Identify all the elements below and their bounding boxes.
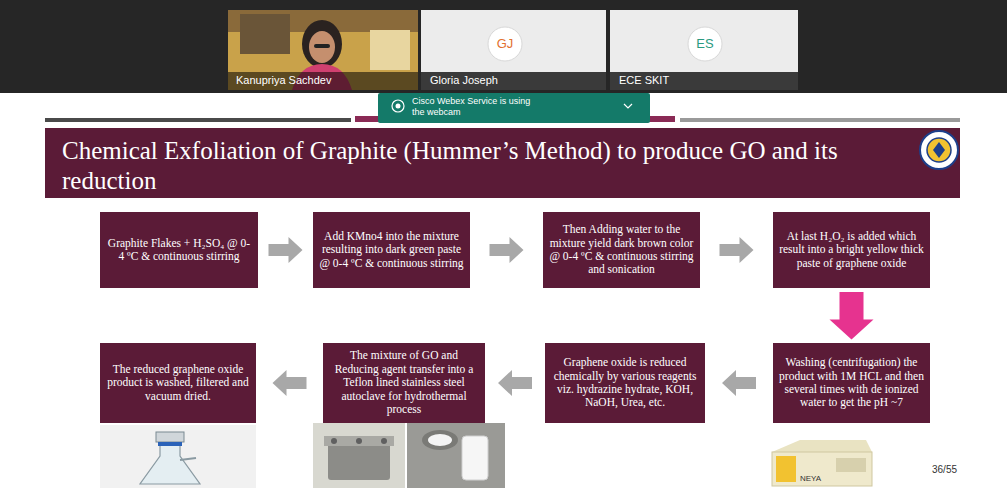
toast-text: Cisco Webex Service is using the webcam (412, 96, 532, 118)
title-band (45, 128, 960, 198)
device-brand: NEYA (800, 474, 840, 484)
deco-line (45, 118, 351, 122)
box-text: Add KMno4 into the mixture resulting int… (319, 230, 464, 270)
process-box: Add KMno4 into the mixture resulting int… (313, 212, 470, 288)
flow-arrow (269, 237, 303, 263)
box-text: At last H₂O₂ is added which result into … (779, 230, 924, 270)
webex-toast (378, 93, 650, 123)
meeting-bar (0, 0, 1007, 93)
box-text: The mixture of GO and Reducing agent tra… (329, 349, 479, 416)
box-text: Graphene oxide is reduced chemically by … (551, 356, 699, 410)
autoclave-photo (313, 423, 505, 488)
box-text: Graphite Flakes + H₂SO₄ @ 0-4 ºC & conti… (106, 237, 252, 264)
flow-arrow (722, 370, 756, 396)
participant-tile (610, 10, 798, 90)
process-box: Graphite Flakes + H₂SO₄ @ 0-4 ºC & conti… (100, 212, 258, 288)
centrifuge-photo (772, 440, 872, 486)
participant-name: Gloria Joseph (430, 74, 600, 87)
participant-tile (421, 10, 606, 90)
process-box: The mixture of GO and Reducing agent tra… (323, 343, 485, 422)
avatar-initials: GJ (488, 36, 522, 52)
arrow-shape (490, 237, 524, 263)
box-text: Then Adding water to the mixture yield d… (549, 223, 694, 277)
institute-logo (920, 131, 958, 169)
arrow-shape (830, 292, 874, 339)
flow-arrow (273, 370, 307, 396)
process-box: Then Adding water to the mixture yield d… (543, 212, 700, 288)
down-arrow (830, 292, 874, 339)
participant-name: ECE SKIT (619, 74, 789, 87)
arrow-shape (722, 370, 756, 396)
arrow-shape (498, 370, 532, 396)
process-box: At last H₂O₂ is added which result into … (773, 212, 930, 288)
flow-arrow (720, 237, 754, 263)
slide-title: Chemical Exfoliation of Graphite (Hummer… (62, 136, 924, 196)
avatar-initials: ES (688, 36, 722, 52)
process-box: Graphene oxide is reduced chemically by … (545, 343, 705, 422)
page-number: 36/55 (932, 464, 972, 476)
box-text: Washing (centrifugation) the product wit… (779, 356, 924, 410)
participant-name: Kanupriya Sachdev (236, 74, 411, 87)
webcam-tile (228, 10, 418, 90)
flow-arrow (498, 370, 532, 396)
filtration-flask (100, 425, 256, 488)
arrow-shape (720, 237, 754, 263)
process-box: The reduced graphene oxide product is wa… (100, 343, 256, 422)
deco-line (680, 118, 960, 122)
arrow-shape (269, 237, 303, 263)
process-box: Washing (centrifugation) the product wit… (773, 343, 930, 422)
box-text: The reduced graphene oxide product is wa… (106, 363, 250, 403)
flow-arrow (490, 237, 524, 263)
arrow-shape (273, 370, 307, 396)
